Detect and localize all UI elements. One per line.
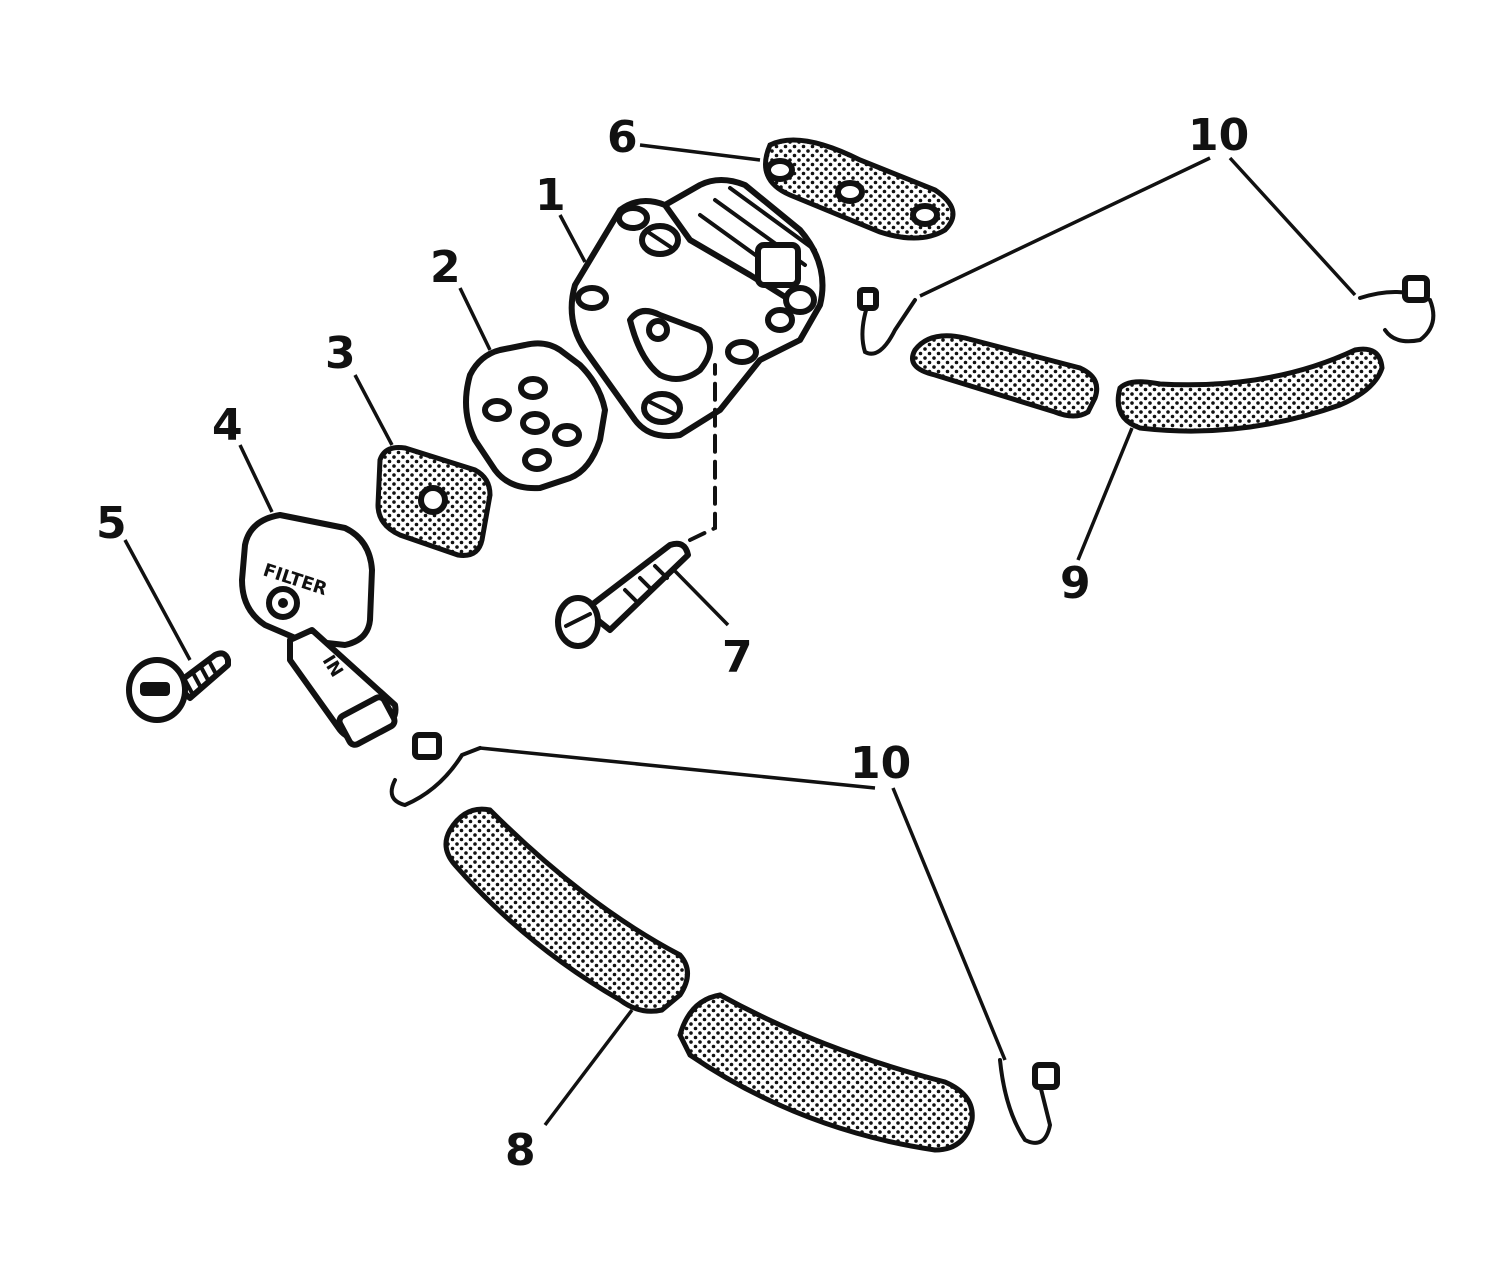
part-3-filter-screen — [375, 445, 493, 558]
part-1-pump-body — [568, 177, 826, 439]
callout-8: 8 — [505, 1125, 536, 1176]
part-7-screw — [555, 363, 717, 649]
part-6-gasket — [763, 137, 956, 241]
part-5-screw — [126, 650, 231, 723]
callout-6: 6 — [607, 112, 638, 163]
callout-10-top: 10 — [1188, 110, 1249, 161]
callout-3: 3 — [325, 328, 356, 379]
callout-labels: 6 1 2 3 4 5 7 9 8 10 10 — [96, 110, 1249, 1176]
part-4-filter-cover: FILTER IN — [239, 512, 399, 748]
callout-9: 9 — [1060, 558, 1091, 609]
part-8-lower-hose — [443, 806, 975, 1153]
leader-lines — [123, 143, 1357, 1127]
part-9-upper-hose — [910, 333, 1385, 434]
callout-7: 7 — [722, 632, 753, 683]
part-10-clamps — [389, 275, 1436, 1145]
part-2-diaphragm — [463, 340, 608, 492]
callout-1: 1 — [535, 170, 566, 221]
callout-5: 5 — [96, 498, 127, 549]
callout-10-bottom: 10 — [850, 738, 911, 789]
callout-2: 2 — [430, 242, 461, 293]
callout-4: 4 — [212, 400, 243, 451]
